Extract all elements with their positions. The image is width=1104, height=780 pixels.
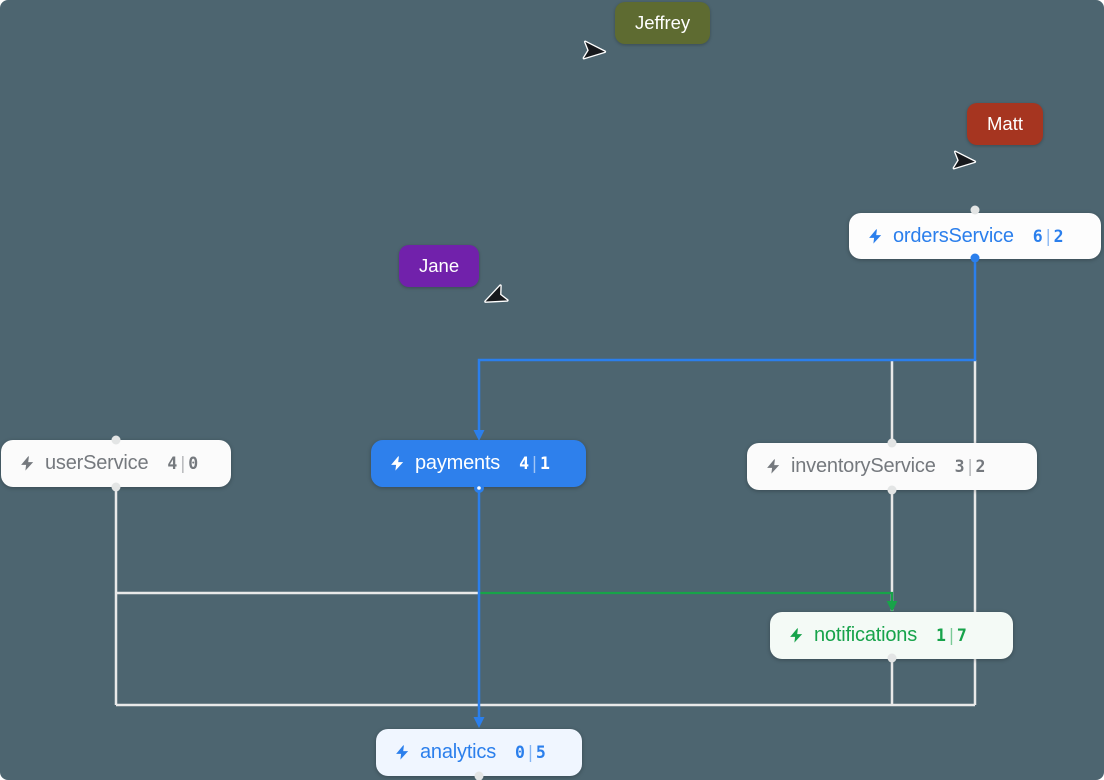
node-label: ordersService: [893, 224, 1014, 247]
cursor-matt-icon: [941, 141, 979, 179]
cursor-jeffrey-icon: [571, 31, 609, 69]
zap-icon: [21, 456, 34, 471]
active-edges[interactable]: [477, 258, 977, 718]
node-inventoryservice[interactable]: inventoryService 3|2: [747, 443, 1037, 490]
node-label: inventoryService: [791, 455, 936, 477]
node-label: userService: [45, 452, 149, 474]
edge-payments-notifications[interactable]: [479, 591, 894, 603]
node-analytics[interactable]: analytics 0|5: [376, 729, 582, 776]
cursor-jane-icon: [481, 278, 516, 313]
node-notifications[interactable]: notifications 1|7: [770, 612, 1013, 659]
user-name: Jeffrey: [635, 12, 691, 33]
zap-icon: [391, 456, 404, 471]
node-counts: 3|2: [954, 457, 986, 476]
node-label: analytics: [420, 741, 497, 763]
user-name: Jane: [419, 255, 460, 276]
zap-icon: [767, 459, 780, 474]
zap-icon: [396, 745, 409, 760]
user-badge-matt: Matt: [967, 103, 1043, 145]
node-counts: 1|7: [936, 626, 967, 645]
node-counts: 4|1: [519, 454, 550, 473]
node-label: payments: [415, 452, 501, 474]
node-userservice[interactable]: userService 4|0: [1, 440, 231, 487]
node-counts: 0|5: [515, 743, 546, 762]
node-counts: 4|0: [167, 454, 198, 473]
node-counts: 6|2: [1032, 226, 1064, 246]
user-badge-jeffrey: Jeffrey: [615, 2, 711, 44]
user-badge-jane: Jane: [399, 245, 480, 287]
node-ordersservice[interactable]: ordersService 6|2: [849, 213, 1101, 259]
user-name: Matt: [987, 113, 1023, 134]
zap-icon: [869, 228, 882, 244]
node-payments[interactable]: payments 4|1: [371, 440, 586, 487]
zap-icon: [790, 628, 803, 643]
node-label: notifications: [814, 624, 918, 646]
edge-orders-payments[interactable]: [477, 258, 977, 431]
